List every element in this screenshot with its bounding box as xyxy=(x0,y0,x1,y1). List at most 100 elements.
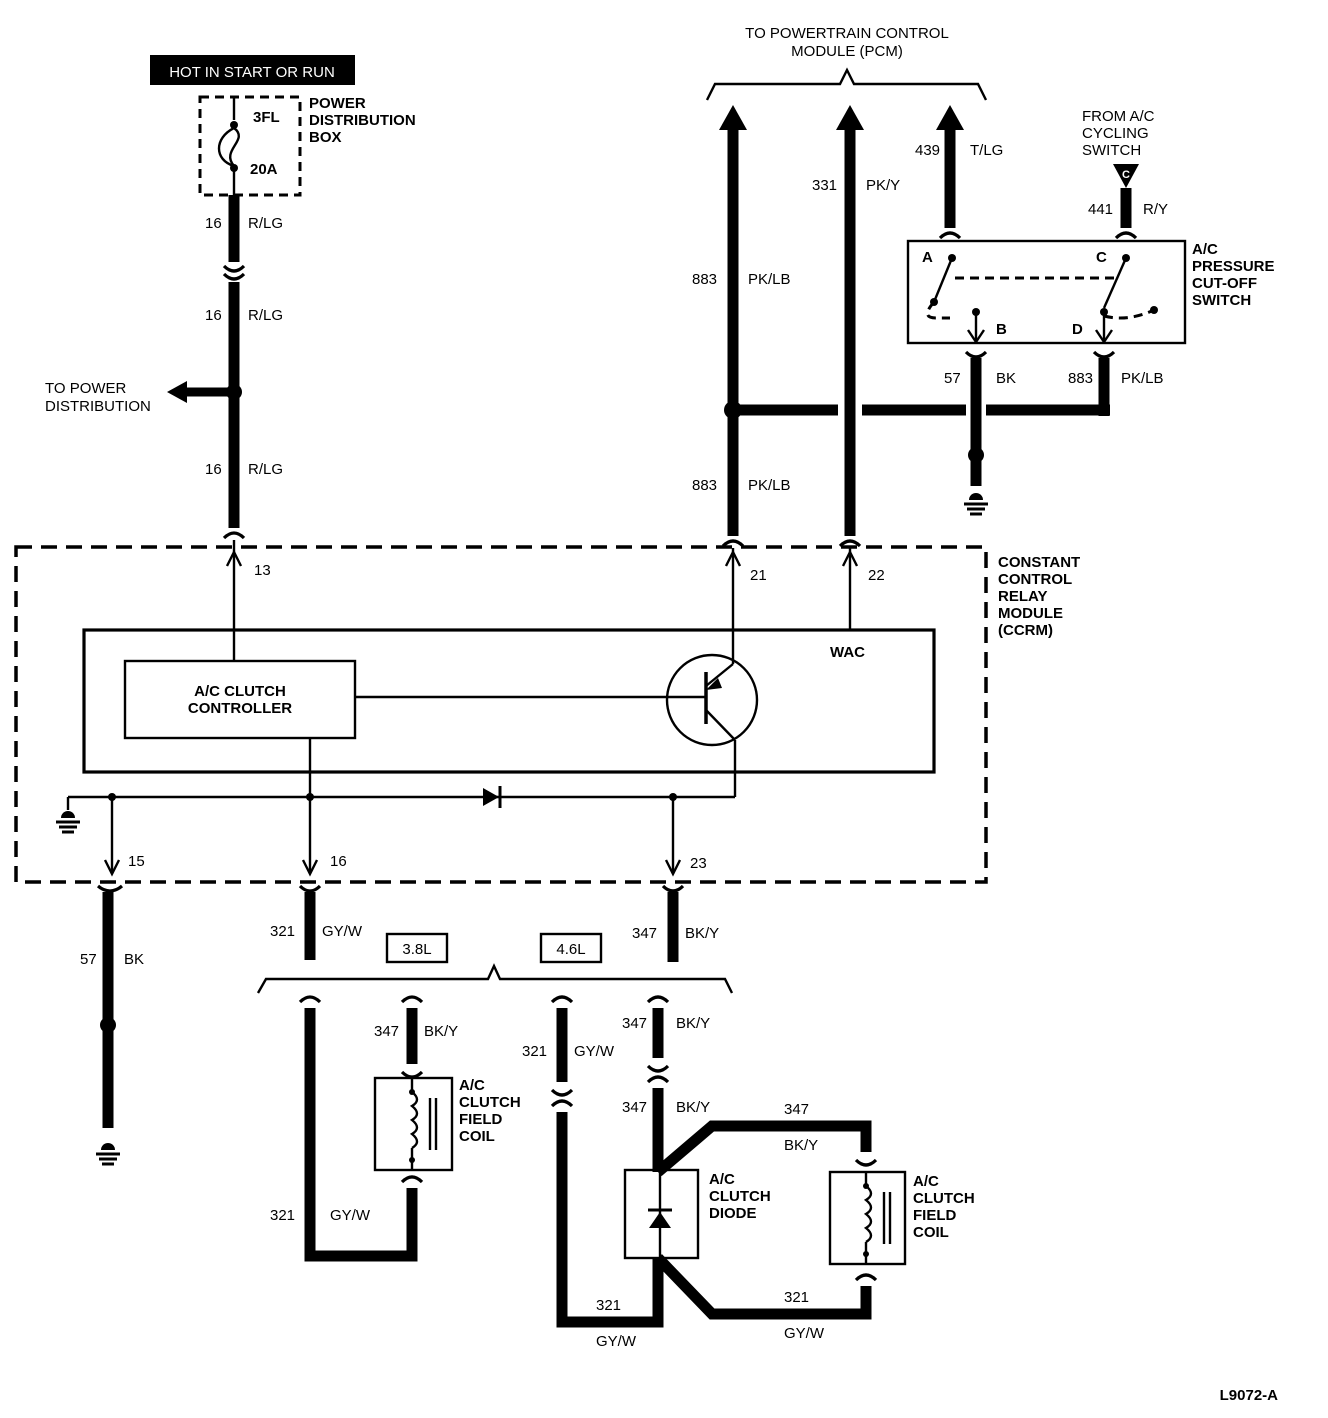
controller-label-line2: CONTROLLER xyxy=(188,700,292,717)
diode-label-line2: CLUTCH xyxy=(709,1188,771,1205)
wire-57-b-color: BK xyxy=(124,951,144,968)
switch-pin-d: D xyxy=(1072,321,1083,338)
connector-ccrm-15 xyxy=(96,884,124,893)
coil-4.6l-label-line4: COIL xyxy=(913,1224,949,1241)
wire-883-b-gauge: 883 xyxy=(692,477,717,494)
hot-in-start-run-label: HOT IN START OR RUN xyxy=(169,64,335,81)
pressure-switch-label-line3: CUT-OFF xyxy=(1192,275,1257,292)
connector-4.6l-coil-bottom xyxy=(854,1273,878,1282)
wire-16-c-color: R/LG xyxy=(248,461,283,478)
switch-pin-b: B xyxy=(996,321,1007,338)
wire-321-c-gauge: 321 xyxy=(522,1043,547,1060)
wire-321-e-color: GY/W xyxy=(784,1325,825,1342)
connector-ccrm-21 xyxy=(721,539,745,548)
wire-321-b-gauge: 321 xyxy=(270,1207,295,1224)
wire-321-a-color: GY/W xyxy=(322,923,363,940)
wire-16-a-color: R/LG xyxy=(248,215,283,232)
wire-347-ccrm: 347 BK/Y xyxy=(632,884,719,962)
fuse-symbol xyxy=(217,126,235,168)
arrow-to-pcm-883 xyxy=(719,105,747,130)
ccrm-boundary xyxy=(14,545,988,884)
connector-4.6l-321-top xyxy=(550,995,574,1004)
wac-label: WAC xyxy=(830,644,865,661)
ccrm-diode-icon xyxy=(483,786,502,808)
connector-switch-d xyxy=(1092,350,1116,359)
wire-347-c-gauge: 347 xyxy=(622,1015,647,1032)
switch-contact-ab xyxy=(932,257,954,303)
connector-switch-c xyxy=(1114,231,1138,240)
pdb-label-line2: DISTRIBUTION xyxy=(309,112,416,129)
wire-347-e-color: BK/Y xyxy=(784,1137,818,1154)
connector-4.6l-347-mid xyxy=(646,1064,670,1073)
pressure-switch-label-line4: SWITCH xyxy=(1192,292,1251,309)
ccrm-pin-21: 21 xyxy=(750,567,767,584)
wire-347-d-color: BK/Y xyxy=(676,1099,710,1116)
ccrm-label-line4: MODULE xyxy=(998,605,1063,622)
switch-pin-a: A xyxy=(922,249,933,266)
wire-321-ccrm: 321 GY/W xyxy=(270,884,363,960)
ac-clutch-diode xyxy=(623,1168,700,1260)
connector-ccrm-22 xyxy=(838,539,862,548)
wire-57-a-gauge: 57 xyxy=(944,370,961,387)
engine-3.8l-box xyxy=(385,932,449,964)
pdb-label-line1: POWER xyxy=(309,95,366,112)
wire-883-c-color: PK/LB xyxy=(1121,370,1164,387)
splice-883 xyxy=(724,401,742,419)
power-feed-wire: 16 R/LG 16 R/LG 16 R/LG TO POWER DISTRIB… xyxy=(45,195,283,540)
ccrm-inner-box xyxy=(82,628,936,774)
coil-3.8l-label-line4: COIL xyxy=(459,1128,495,1145)
connector-4.6l-347-top xyxy=(646,995,670,1004)
cycling-switch-connector-icon xyxy=(1113,164,1139,188)
connector-3.8l-347-top xyxy=(400,995,424,1004)
ground-icon-ccrm xyxy=(54,809,82,834)
coil-4.6l-label-line3: FIELD xyxy=(913,1207,956,1224)
coil-4.6l-label-line2: CLUTCH xyxy=(913,1190,975,1207)
diode-icon xyxy=(649,1212,671,1228)
coil-3.8l-label-line3: FIELD xyxy=(459,1111,502,1128)
engine-option-brackets: 3.8L 4.6L xyxy=(256,932,734,994)
wire-441-gauge: 441 xyxy=(1088,201,1113,218)
fuse-terminal-bottom xyxy=(230,164,238,172)
connector-3.8l-coil-bottom xyxy=(400,1175,424,1184)
wire-16-a-gauge: 16 xyxy=(205,215,222,232)
ccrm-label-line3: RELAY xyxy=(998,588,1047,605)
wire-321-b-color: GY/W xyxy=(330,1207,371,1224)
connector-ccrm-13 xyxy=(222,531,246,540)
engine-4.6l-box xyxy=(539,932,603,964)
diode-label-line1: A/C xyxy=(709,1171,735,1188)
ccrm-module: CONSTANT CONTROL RELAY MODULE (CCRM) 13 … xyxy=(14,540,1080,884)
cycling-connector-letter: C xyxy=(1122,169,1130,181)
connector-4.6l-coil-top xyxy=(854,1158,878,1167)
ground-icon-switch xyxy=(962,491,990,516)
connector-switch-b xyxy=(964,350,988,359)
ccrm-label-line1: CONSTANT xyxy=(998,554,1080,571)
ac-pressure-cutoff-switch: A C B D A/C PRESSURE CUT-OFF SWITCH xyxy=(906,239,1275,345)
connector-3.8l-347-bottom xyxy=(400,1070,424,1079)
wire-321-c-color: GY/W xyxy=(574,1043,615,1060)
fuse-terminal-top xyxy=(230,121,238,129)
ccrm-label-line2: CONTROL xyxy=(998,571,1072,588)
ccrm-pin-15: 15 xyxy=(128,853,145,870)
wire-347-e-gauge: 347 xyxy=(784,1101,809,1118)
ccrm-pin-22: 22 xyxy=(868,567,885,584)
pcm-label-line1: TO POWERTRAIN CONTROL xyxy=(745,25,949,42)
wire-883-switch-d: 883 PK/LB xyxy=(1068,350,1164,416)
wire-321-d-color: GY/W xyxy=(596,1333,637,1350)
wire-331-gauge: 331 xyxy=(812,177,837,194)
ground-icon-lower-left xyxy=(94,1141,122,1166)
pressure-switch-label-line1: A/C xyxy=(1192,241,1218,258)
power-distribution-box: 3FL 20A POWER DISTRIBUTION BOX xyxy=(198,95,416,197)
wire-347-c-color: BK/Y xyxy=(676,1015,710,1032)
wire-347-a-color: BK/Y xyxy=(685,925,719,942)
ac-clutch-controller: A/C CLUTCH CONTROLLER xyxy=(123,659,357,740)
arrow-to-pcm-331 xyxy=(836,105,864,130)
pcm-label-line2: MODULE (PCM) xyxy=(791,43,903,60)
pcm-bracket: TO POWERTRAIN CONTROL MODULE (PCM) xyxy=(705,25,988,101)
switch-pin-c: C xyxy=(1096,249,1107,266)
wire-57-switch-ground: 57 BK xyxy=(944,350,1016,516)
connector-switch-a xyxy=(938,231,962,240)
fuse-rating: 20A xyxy=(250,161,278,178)
controller-label-line1: A/C CLUTCH xyxy=(194,683,286,700)
wire-16-b-color: R/LG xyxy=(248,307,283,324)
wire-57-ccrm-ground: 57 BK xyxy=(80,884,144,1166)
